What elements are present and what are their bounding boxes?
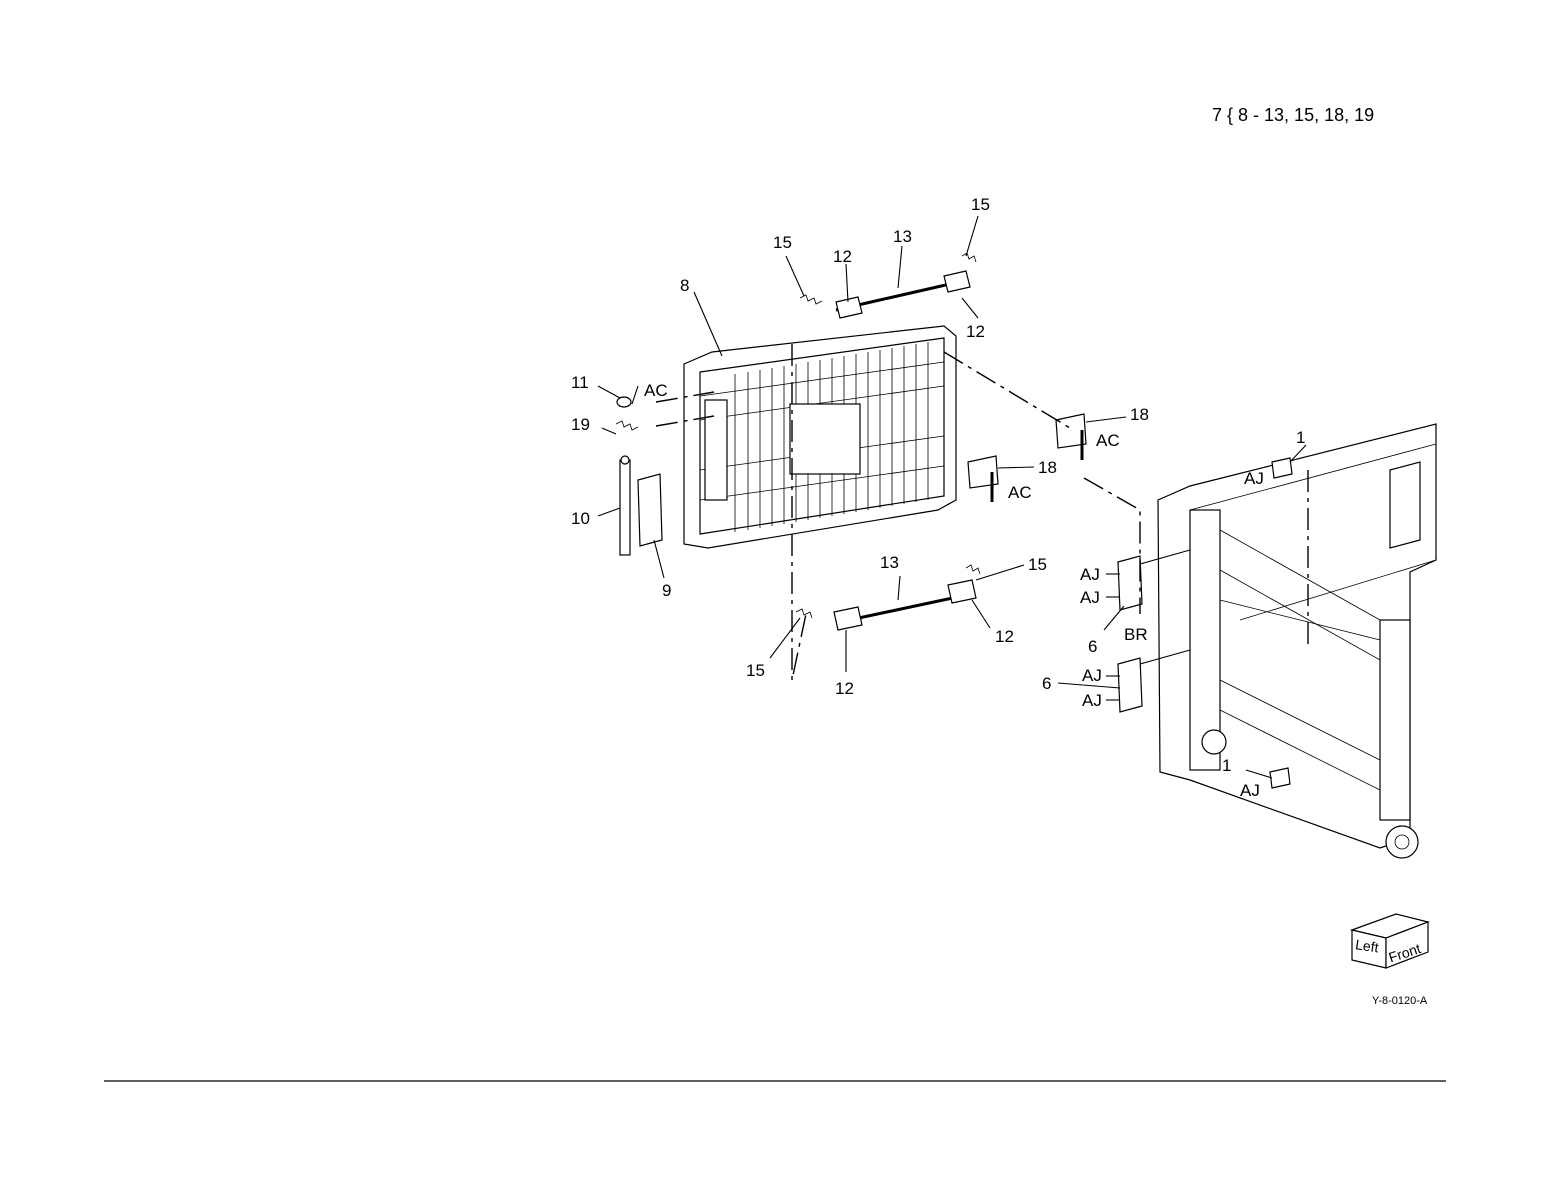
reference-list: 7 { 8 - 13, 15, 18, 19: [1212, 105, 1374, 125]
callout-13-upper: 13: [893, 227, 912, 246]
callout-6-lower: 6: [1042, 674, 1051, 693]
callout-12-upper-left: 12: [833, 247, 852, 266]
main-frame: [1158, 424, 1436, 858]
code-br: BR: [1124, 625, 1148, 644]
callout-1-lower: 1: [1222, 756, 1231, 775]
callout-18-lower: 18: [1038, 458, 1057, 477]
callout-15-lower-right: 15: [1028, 555, 1047, 574]
code-ac-left: AC: [644, 381, 668, 400]
callout-19: 19: [571, 415, 590, 434]
upper-roller-shaft: [800, 253, 976, 318]
code-aj-plate1-top: AJ: [1080, 565, 1100, 584]
left-small-parts: [616, 397, 662, 555]
callout-15-upper-right: 15: [971, 195, 990, 214]
callout-12-upper-right: 12: [966, 322, 985, 341]
callout-9: 9: [662, 581, 671, 600]
callout-12-lower-left: 12: [835, 679, 854, 698]
code-aj-plate2-top: AJ: [1082, 666, 1102, 685]
code-aj-plate2-bottom: AJ: [1082, 691, 1102, 710]
lower-roller-shaft: [796, 565, 980, 630]
callout-13-lower: 13: [880, 553, 899, 572]
callout-15-upper-left: 15: [773, 233, 792, 252]
callout-15-lower-left: 15: [746, 661, 765, 680]
callout-10: 10: [571, 509, 590, 528]
code-ac-lower-hinge: AC: [1008, 483, 1032, 502]
callout-12-lower-right: 12: [995, 627, 1014, 646]
figure-id: Y-8-0120-A: [1372, 995, 1428, 1007]
callout-18-upper: 18: [1130, 405, 1149, 424]
code-ac-upper-hinge: AC: [1096, 431, 1120, 450]
code-aj-plate1-bottom: AJ: [1080, 588, 1100, 607]
transport-panel: [684, 326, 956, 548]
code-aj-upper: AJ: [1244, 469, 1264, 488]
code-aj-lower: AJ: [1240, 781, 1260, 800]
callout-1-upper: 1: [1296, 428, 1305, 447]
callout-11: 11: [571, 373, 589, 392]
callout-8: 8: [680, 276, 689, 295]
orientation-cube: Left Front: [1352, 914, 1428, 968]
callout-6-upper: 6: [1088, 637, 1097, 656]
orientation-left-label: Left: [1354, 936, 1379, 955]
